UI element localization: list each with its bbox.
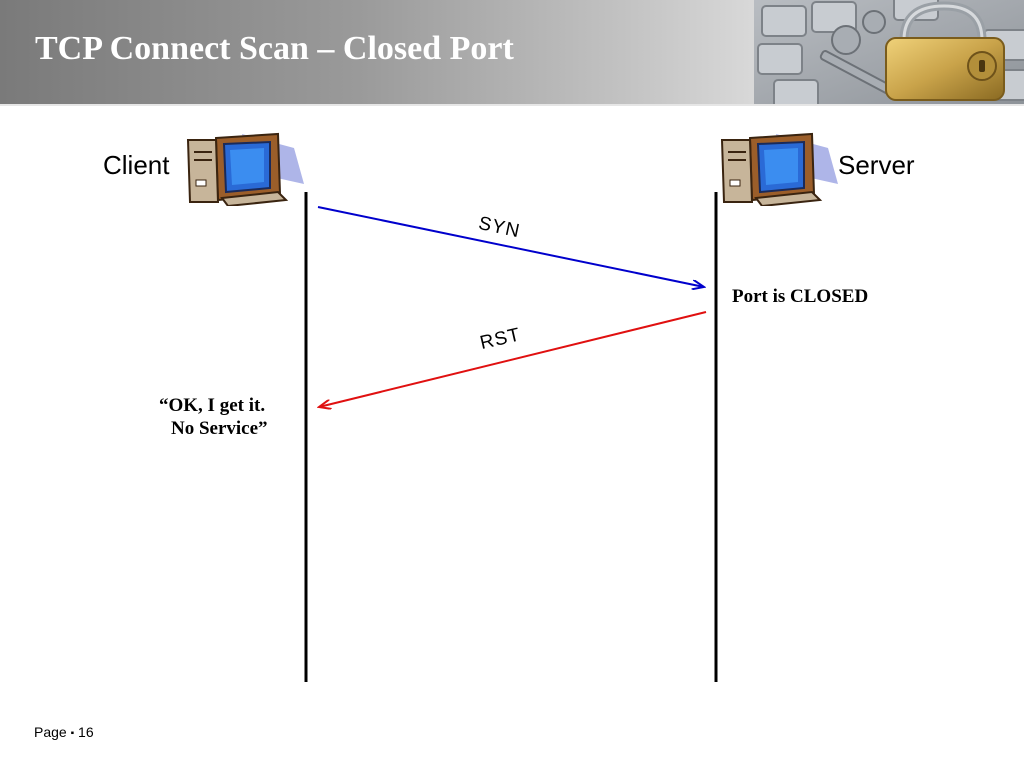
page-label: Page	[34, 724, 67, 740]
title-banner: TCP Connect Scan – Closed Port	[0, 0, 1024, 104]
syn-arrow	[317, 206, 704, 287]
slide-title: TCP Connect Scan – Closed Port	[35, 30, 514, 67]
client-note-line1: “OK, I get it.	[159, 395, 266, 416]
server-label: Server	[838, 150, 915, 180]
server-note: Port is CLOSED	[732, 286, 869, 307]
client-label: Client	[103, 150, 170, 180]
page-separator: ▪	[70, 728, 75, 739]
server-computer-icon	[720, 132, 838, 206]
page-footer: Page ▪ 16	[34, 724, 94, 740]
padlock-keys-photo	[754, 0, 1024, 104]
client-note-line2: No Service”	[171, 418, 268, 439]
rst-arrow	[319, 311, 707, 407]
client-computer-icon	[186, 132, 304, 206]
header-divider	[0, 104, 1024, 106]
page-number: 16	[78, 724, 94, 740]
